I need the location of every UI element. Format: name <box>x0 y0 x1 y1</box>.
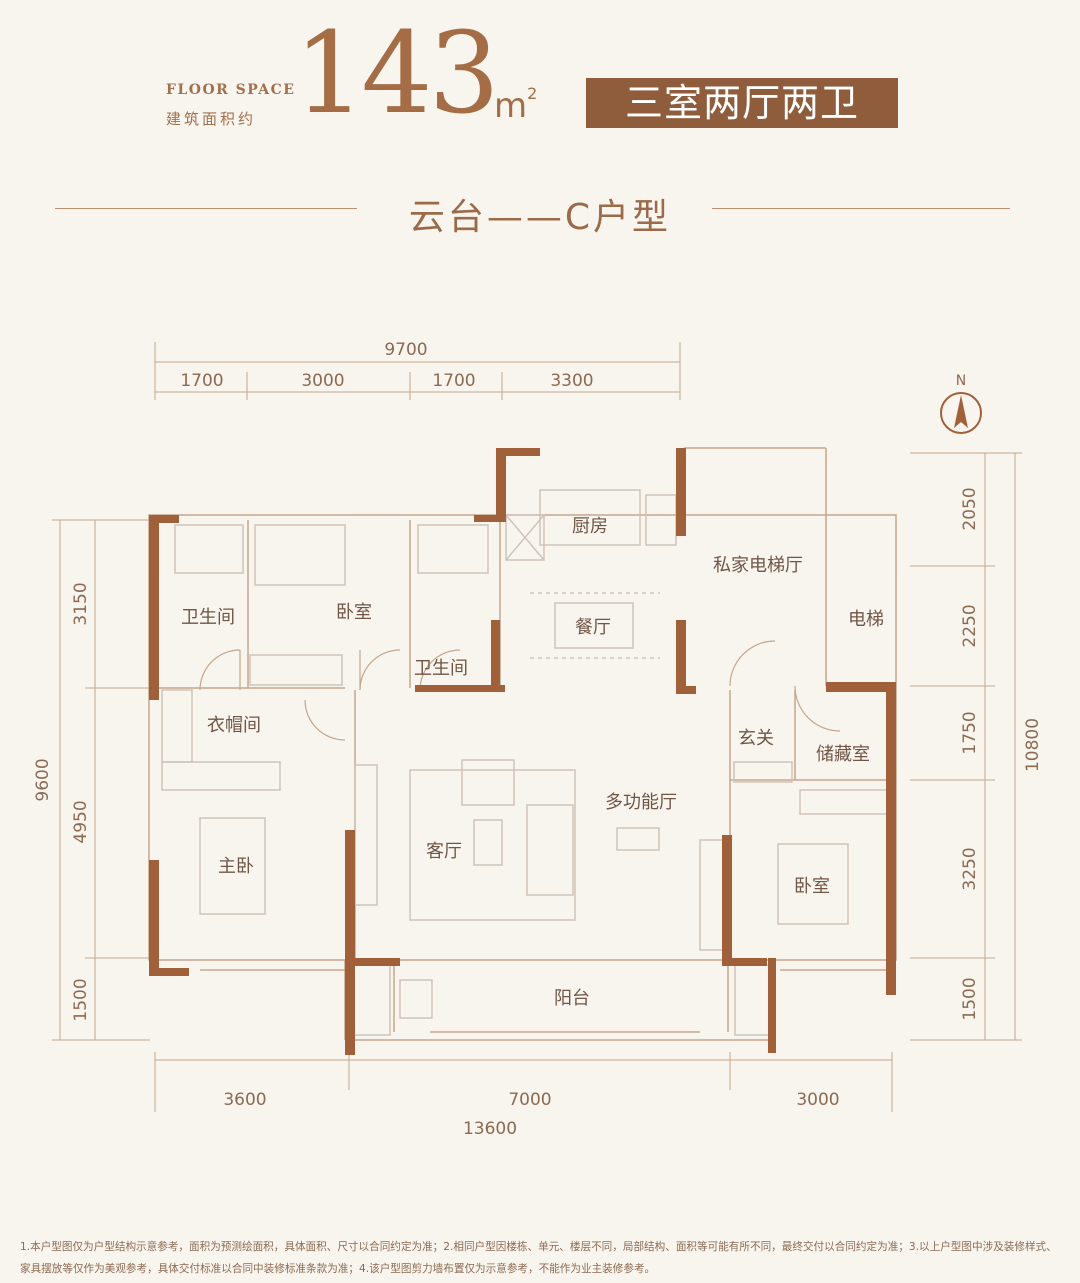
bath1-vanity <box>174 524 244 574</box>
living-rug <box>409 769 576 921</box>
coffee-table <box>473 819 503 866</box>
disclaimer-footnote: 1.本户型图仅为户型结构示意参考，面积为预测绘面积，具体面积、尺寸以合同约定为准… <box>20 1241 1057 1275</box>
floor-space-label-cn: 建筑面积约 <box>166 110 257 128</box>
walls <box>149 448 896 1055</box>
interior-lines <box>148 447 897 1041</box>
cloakroom-shelf <box>161 689 193 763</box>
living-chair <box>461 759 515 806</box>
dim-left-total: 9600 <box>33 758 53 801</box>
foyer-cabinet <box>733 761 793 783</box>
room-storage: 储藏室 <box>816 744 870 765</box>
room-bedroom-1: 卧室 <box>336 602 372 623</box>
room-master-bedroom: 主卧 <box>218 856 254 877</box>
room-elevator: 电梯 <box>848 609 884 630</box>
dim-top-seg-1: 1700 <box>180 371 223 391</box>
title-rule-right <box>712 208 1010 209</box>
washer <box>399 979 433 1019</box>
dim-right-seg-2: 2250 <box>960 604 980 647</box>
dim-left-seg-1: 3150 <box>71 582 91 625</box>
compass-label: N <box>956 373 966 389</box>
room-bathroom-2: 卫生间 <box>414 658 468 679</box>
dim-bottom-total: 13600 <box>463 1119 517 1139</box>
dim-right-seg-5: 1500 <box>960 977 980 1020</box>
room-living: 客厅 <box>426 841 462 862</box>
room-bathroom-1: 卫生间 <box>181 607 235 628</box>
room-bedroom-2: 卧室 <box>794 876 830 897</box>
kitchen-counter <box>539 489 641 546</box>
room-private-elevator-hall: 私家电梯厅 <box>713 555 803 576</box>
dim-right-seg-4: 3250 <box>960 847 980 890</box>
plan-title: 云台——C户型 <box>408 197 672 238</box>
room-kitchen: 厨房 <box>572 516 608 537</box>
tv-cabinet <box>354 764 378 906</box>
room-cloakroom: 衣帽间 <box>207 715 261 736</box>
compass-needle-icon <box>954 395 968 428</box>
dim-bottom-seg-1: 3600 <box>223 1090 266 1110</box>
dim-right-total: 10800 <box>1023 718 1043 772</box>
area-unit: m2 <box>494 83 538 126</box>
room-dining: 餐厅 <box>575 617 611 638</box>
dim-top-seg-4: 3300 <box>550 371 593 391</box>
compass-ring <box>940 392 982 434</box>
dim-right-seg-1: 2050 <box>960 487 980 530</box>
dim-bottom-seg-3: 3000 <box>796 1090 839 1110</box>
balcony-shaft-right <box>734 964 770 1036</box>
room-multifunction-hall: 多功能厅 <box>605 792 677 813</box>
bedroom2-wardrobe <box>799 789 889 815</box>
floor-space-label-en: FLOOR SPACE <box>166 82 296 98</box>
living-sofa <box>526 804 574 896</box>
area-number: 143 <box>294 9 500 139</box>
dim-bottom-seg-2: 7000 <box>508 1090 551 1110</box>
dimension-lines <box>52 342 1022 1112</box>
room-balcony: 阳台 <box>554 988 590 1009</box>
bedroom2-bed <box>777 843 849 925</box>
master-wardrobe <box>161 761 281 791</box>
doors <box>199 640 841 741</box>
dim-top-total: 9700 <box>384 340 427 360</box>
furniture <box>161 489 889 1036</box>
balcony-shaft-left <box>349 964 391 1036</box>
title-rule-left <box>55 208 357 209</box>
bedroom1-bed <box>254 524 346 586</box>
layout-type-badge: 三室两厅两卫 <box>586 78 898 128</box>
dining-table <box>554 602 634 649</box>
dim-left-seg-3: 1500 <box>71 978 91 1021</box>
dim-right-seg-3: 1750 <box>960 711 980 754</box>
kitchen-shaft <box>505 514 545 561</box>
bath2-vanity <box>417 524 489 574</box>
dim-top-seg-2: 3000 <box>301 371 344 391</box>
area-unit-base: m <box>494 86 528 126</box>
area-unit-sup: 2 <box>527 83 538 103</box>
dim-top-seg-3: 1700 <box>432 371 475 391</box>
multifunction-desk <box>616 827 660 851</box>
room-foyer: 玄关 <box>738 728 774 749</box>
master-bed <box>199 817 266 915</box>
bedroom1-wardrobe <box>249 654 343 686</box>
compass: N <box>940 373 982 434</box>
dim-left-seg-2: 4950 <box>71 800 91 843</box>
